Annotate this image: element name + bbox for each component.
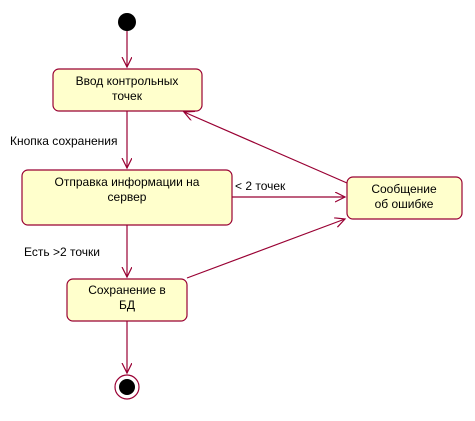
edge-label-more-than-two: Есть >2 точки [24, 245, 100, 259]
edge-label-less-than-two: < 2 точек [235, 179, 286, 193]
final-node [114, 374, 140, 400]
state-save-to-db: Сохранение в БД [66, 278, 188, 322]
state-send-label-line2: сервер [108, 190, 147, 204]
state-input-label-line2: точек [112, 89, 143, 103]
state-input-label-line1: Ввод контрольных [76, 74, 179, 88]
edge-save-to-error [186, 219, 345, 279]
state-error-label-line1: Сообщение [371, 182, 437, 196]
initial-node [118, 13, 136, 31]
edge-error-to-input [184, 112, 348, 184]
edge-label-save-button: Кнопка сохранения [10, 134, 117, 148]
state-save-label-line2: БД [119, 298, 135, 312]
state-error-label-line2: об ошибке [375, 197, 434, 211]
state-input-control-points: Ввод контрольных точек [52, 68, 203, 112]
state-send-to-server: Отправка информации на сервер [21, 169, 233, 226]
state-save-label-line1: Сохранение в [88, 283, 166, 297]
state-error-message: Сообщение об ошибке [346, 176, 463, 220]
state-send-label-line1: Отправка информации на [55, 175, 200, 189]
